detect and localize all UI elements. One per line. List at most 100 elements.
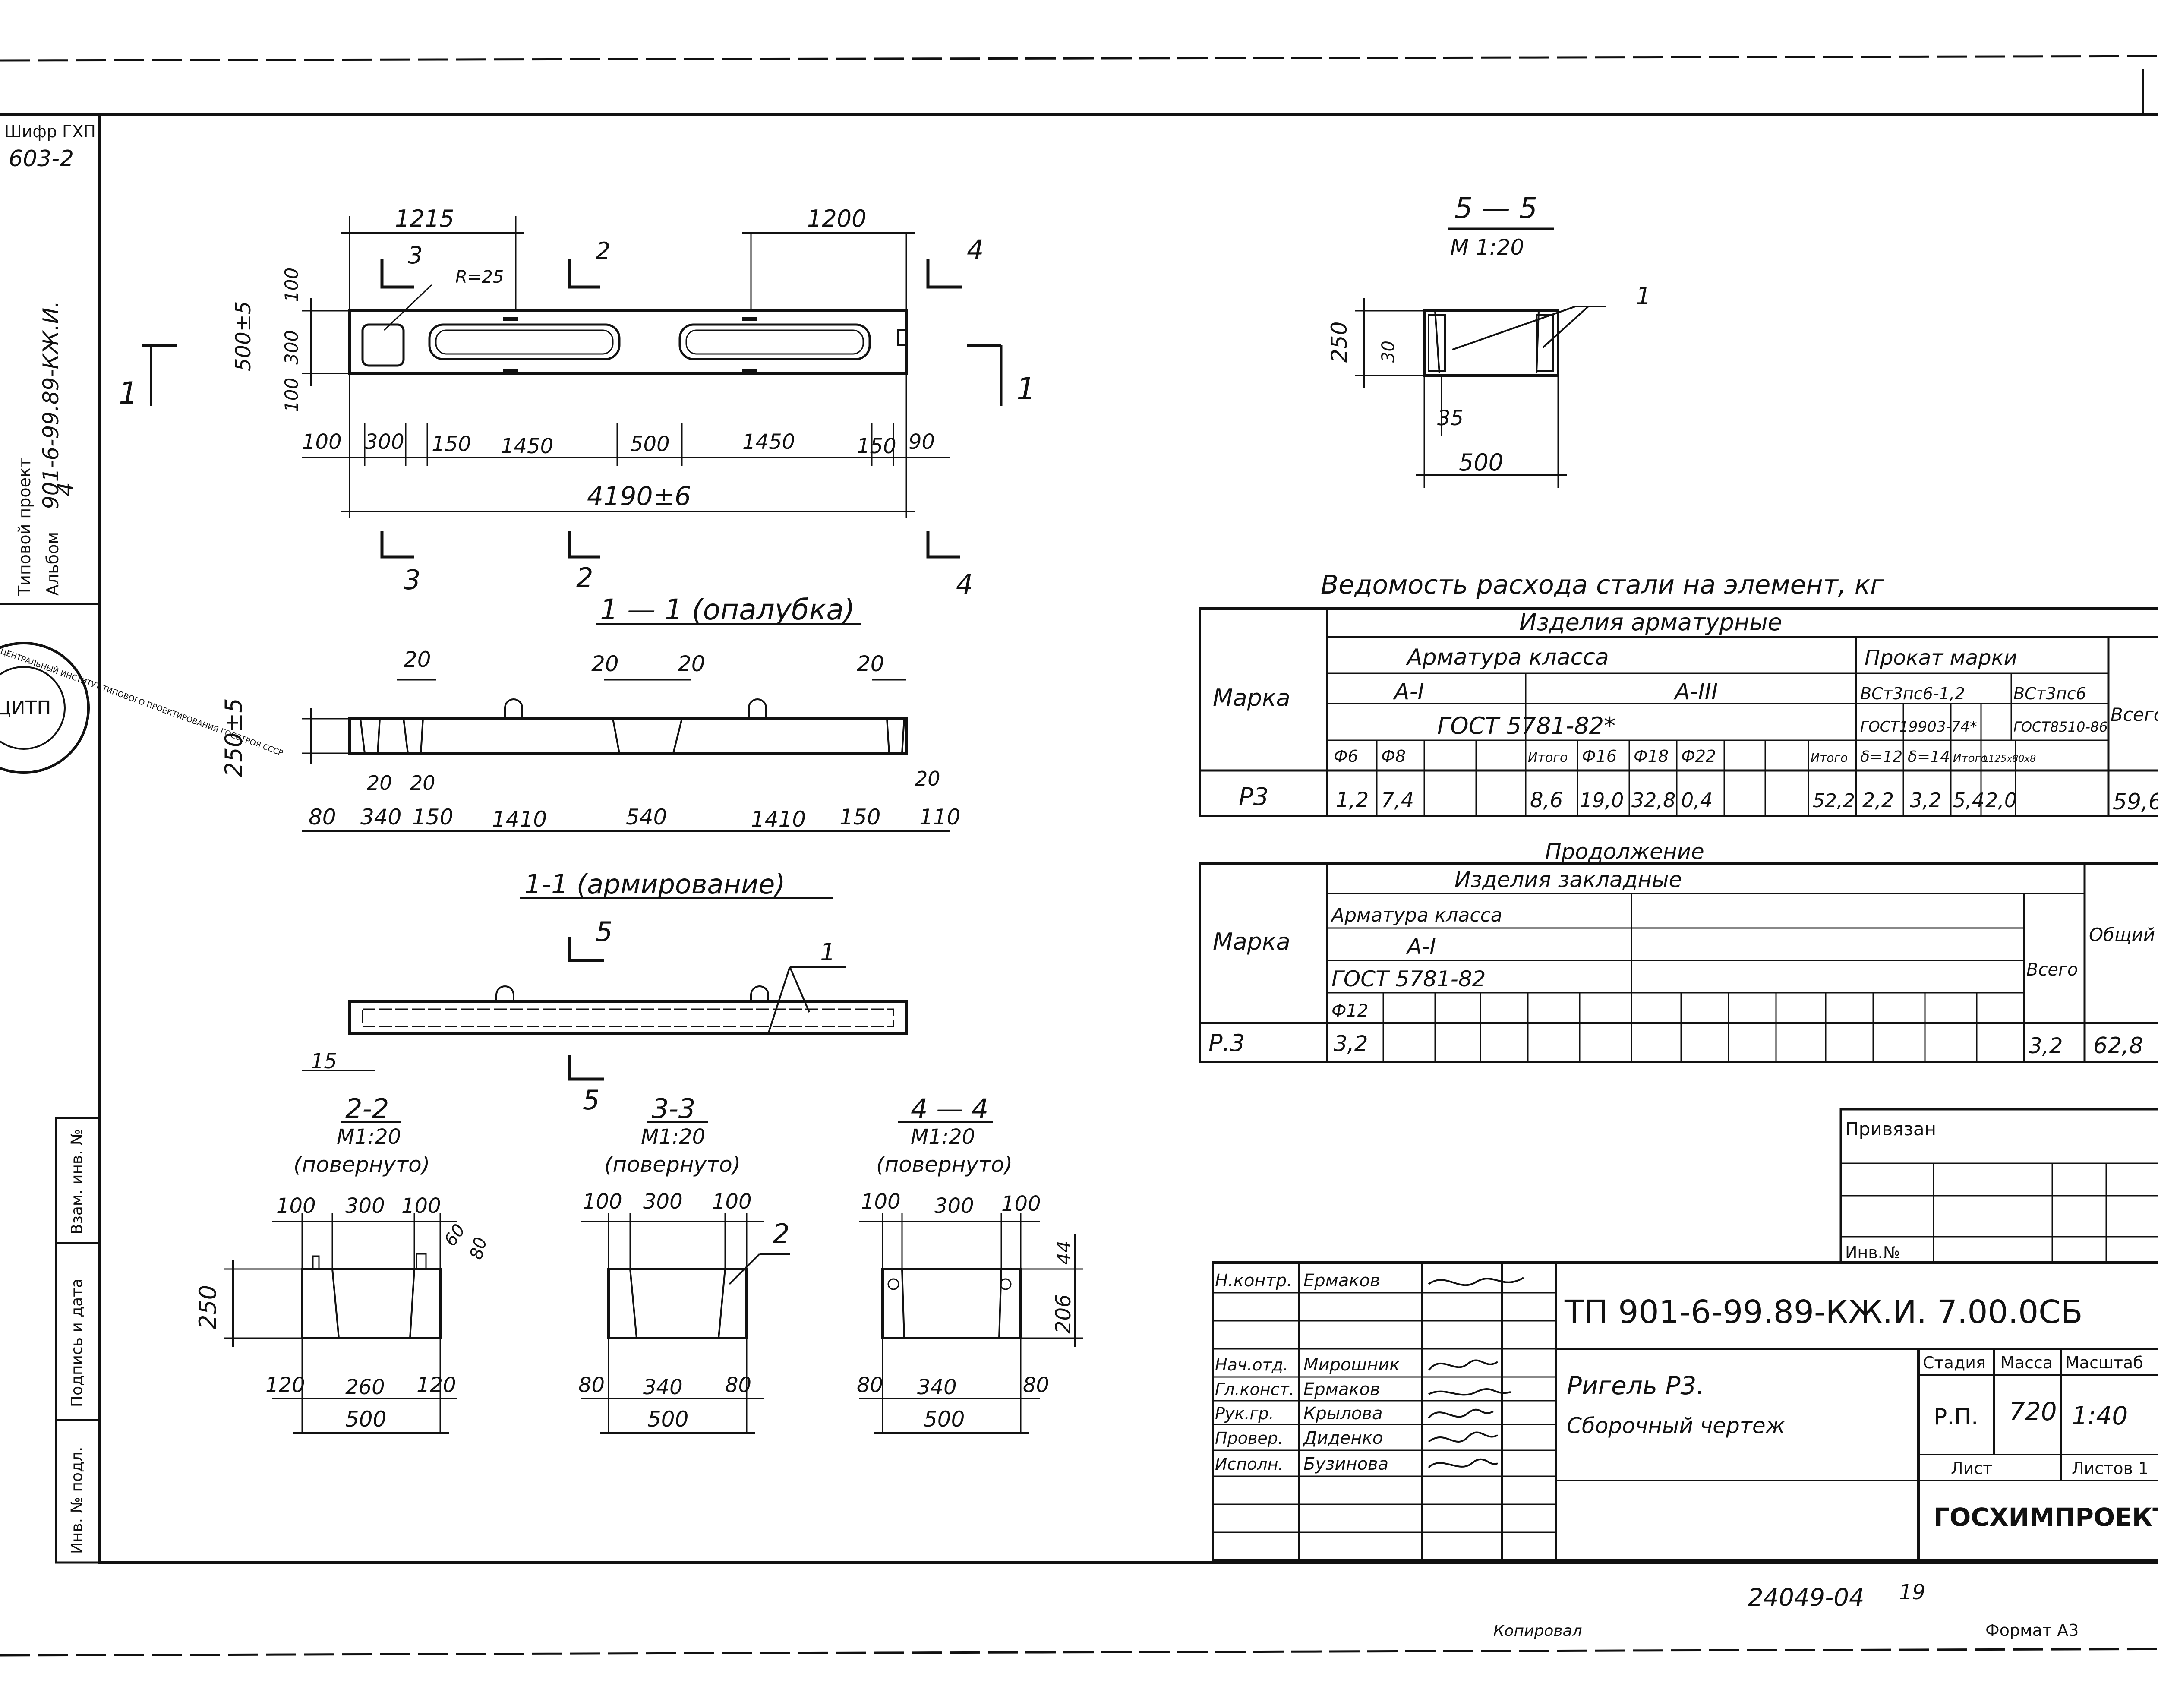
section-3-3-dim-bottom-1: 340 (643, 1375, 683, 1399)
steel-sub-header: Ф6 (1334, 747, 1358, 766)
plan-radius: R=25 (455, 267, 504, 287)
cut-mark-2-bottom: 2 (576, 562, 593, 594)
section-5-5-dim-width: 500 (1459, 449, 1503, 476)
formwork-dim-small-1: 20 (410, 771, 435, 795)
plan-dim-top-left: 1215 (395, 205, 454, 232)
cipher-value: 603-2 (9, 146, 74, 172)
title-scale: 1:40 (2072, 1401, 2128, 1430)
continuation-header-products: Изделия закладные (1454, 867, 1682, 892)
section-5-5-dim-35: 35 (1437, 406, 1464, 430)
steel-sub-header: Ф22 (1681, 747, 1716, 766)
section-4-4-dim-bottom-1: 340 (917, 1375, 957, 1399)
section-2-2-dim-top-1: 300 (345, 1194, 385, 1218)
section-2-2-title: 2-2 (345, 1093, 389, 1124)
bottom-cut-line (0, 1648, 2158, 1657)
formwork-dim-bottom-1: 340 (360, 805, 401, 830)
continuation-row-total: 3,2 (2029, 1033, 2063, 1058)
title-name-2: Сборочный чертеж (1567, 1413, 1785, 1438)
plan-dim-bottom-3: 1450 (501, 434, 553, 458)
steel-header-rebar-class: Арматура класса (1406, 644, 1609, 670)
steel-cell: 19,0 (1580, 789, 1624, 812)
section-4-4-scale: М1:20 (911, 1125, 975, 1149)
side-label-inventory: Инв. № подл. (68, 1447, 86, 1554)
title-block: Привязан Инв.№ ТП 901-6-99.89-КЖ.И. 7.00… (1212, 1108, 2158, 1562)
cut-mark-3-top: 3 (408, 242, 423, 269)
section-4-4-dim-top-0: 100 (861, 1190, 901, 1214)
formwork-title: 1 — 1 (опалубка) (600, 593, 855, 626)
title-mass-label: Масса (2000, 1353, 2053, 1372)
staff-role: Гл.конст. (1215, 1380, 1294, 1399)
continuation-col-total: Всего (2026, 960, 2078, 980)
formwork-dim-bottom-3: 1410 (492, 807, 547, 832)
plan-opening-small (361, 323, 405, 367)
section-2-2-outline (301, 1268, 442, 1339)
steel-cell: 1,2 (1336, 788, 1369, 812)
continuation-gost: ГОСТ 5781-82 (1331, 966, 1486, 991)
section-4-4-dim-bottom-2: 80 (1023, 1373, 1049, 1397)
section-2-2: 2-2 М1:20 (повернуто) 100 300 100 60 80 … (194, 1093, 491, 1434)
steel-table: Ведомость расхода стали на элемент, кг И… (1199, 570, 2158, 817)
steel-cell: 2,0 (1985, 789, 2017, 812)
rebar-cage (362, 1008, 894, 1027)
plan-dim-top-right: 1200 (807, 205, 866, 232)
plan-dim-bottom-2: 150 (432, 432, 471, 456)
continuation-sub-header: Ф12 (1331, 1001, 1368, 1021)
steel-row-mark: Р3 (1239, 783, 1268, 811)
continuation-row-mark: Р.3 (1208, 1029, 1245, 1057)
plan-dim-bottom-5: 1450 (742, 430, 795, 454)
steel-gost-rolled-2: ГОСТ8510-86 (2013, 719, 2108, 735)
section-4-4-note: (повернуто) (876, 1152, 1013, 1177)
cut-mark-3-bottom: 3 (404, 564, 420, 596)
continuation-class-a1: А-I (1406, 934, 1436, 959)
plan-total-length: 4190±6 (587, 481, 691, 511)
steel-data-row: Р3 1,2 7,4 8,6 19,0 32,8 0,4 52,2 2,2 3,… (1239, 783, 2158, 815)
steel-header-rolled: Прокат марки (1865, 646, 2017, 670)
steel-cell: 7,4 (1381, 788, 1414, 812)
cut-mark-1-right: 1 (1016, 371, 1036, 407)
section-reinforcement: 1-1 (армирование) 5 5 1 15 (302, 868, 908, 1116)
steel-cell: 8,6 (1530, 788, 1563, 812)
footer-copied: Копировал (1493, 1622, 1582, 1640)
title-mass: 720 (2009, 1397, 2057, 1426)
staff-role: Нач.отд. (1215, 1355, 1288, 1374)
continuation-col-mark: Марка (1213, 928, 1290, 955)
title-scale-label: Масштаб (2065, 1353, 2143, 1372)
side-label-signature: Подпись и дата (68, 1279, 86, 1407)
signature-scribble (1428, 1359, 1499, 1371)
staff-name: Крылова (1303, 1404, 1383, 1424)
staff-role: Исполн. (1215, 1455, 1284, 1474)
steel-sub-header: Итого (1953, 752, 1988, 765)
staff-name: Мирошник (1303, 1355, 1400, 1375)
steel-cell: 52,2 (1813, 790, 1855, 812)
section-5-5: 5 — 5 М 1:20 1 250 30 35 500 (1327, 192, 1651, 488)
steel-sub-headers: Ф6 Ф8 Итого Ф16 Ф18 Ф22 Итого δ=12 δ=14 … (1334, 747, 2036, 766)
reinforcement-outline (348, 1000, 908, 1035)
section-3-3-dim-bottom-2: 80 (725, 1373, 751, 1397)
section-4-4-dim-top-2: 100 (1001, 1192, 1041, 1216)
continuation-header-rebar-class: Арматура класса (1330, 904, 1502, 926)
section-5-5-dim-30: 30 (1379, 341, 1398, 363)
staff-role: Провер. (1215, 1429, 1283, 1448)
lift-loop-mark (503, 317, 518, 321)
reinforcement-dim: 15 (311, 1049, 337, 1073)
steel-cell: 5,4 (1953, 789, 1984, 812)
formwork-dim-bottom-7: 110 (919, 805, 960, 830)
section-2-2-dim-bottom-2: 120 (416, 1373, 456, 1397)
plan-opening-left (428, 323, 621, 360)
steel-sub-header: Итого (1811, 751, 1848, 765)
section-3-3-title: 3-3 (652, 1093, 695, 1124)
frame-border (98, 113, 2158, 1564)
formwork-dim-bottom-0: 80 (309, 805, 336, 830)
signature-scribble (1428, 1388, 1511, 1396)
formwork-dim-bottom-6: 150 (839, 805, 880, 830)
section-3-3-dim-bottom-0: 80 (578, 1373, 605, 1397)
section-4-4: 4 — 4 М1:20 (повернуто) 100 300 100 44 2… (857, 1093, 1083, 1434)
section-2-2-scale: М1:20 (337, 1125, 401, 1149)
project-label: Типовой проект (15, 458, 34, 596)
continuation-row-value: 3,2 (1334, 1031, 1368, 1056)
section-5-5-scale: М 1:20 (1450, 235, 1524, 260)
section-2-2-dim-bottom-1: 260 (345, 1375, 385, 1399)
formwork-dim-top-1: 20 (591, 651, 619, 676)
plan-dim-bottom-0: 100 (302, 430, 342, 454)
steel-row-total: 59,6 (2113, 789, 2158, 815)
